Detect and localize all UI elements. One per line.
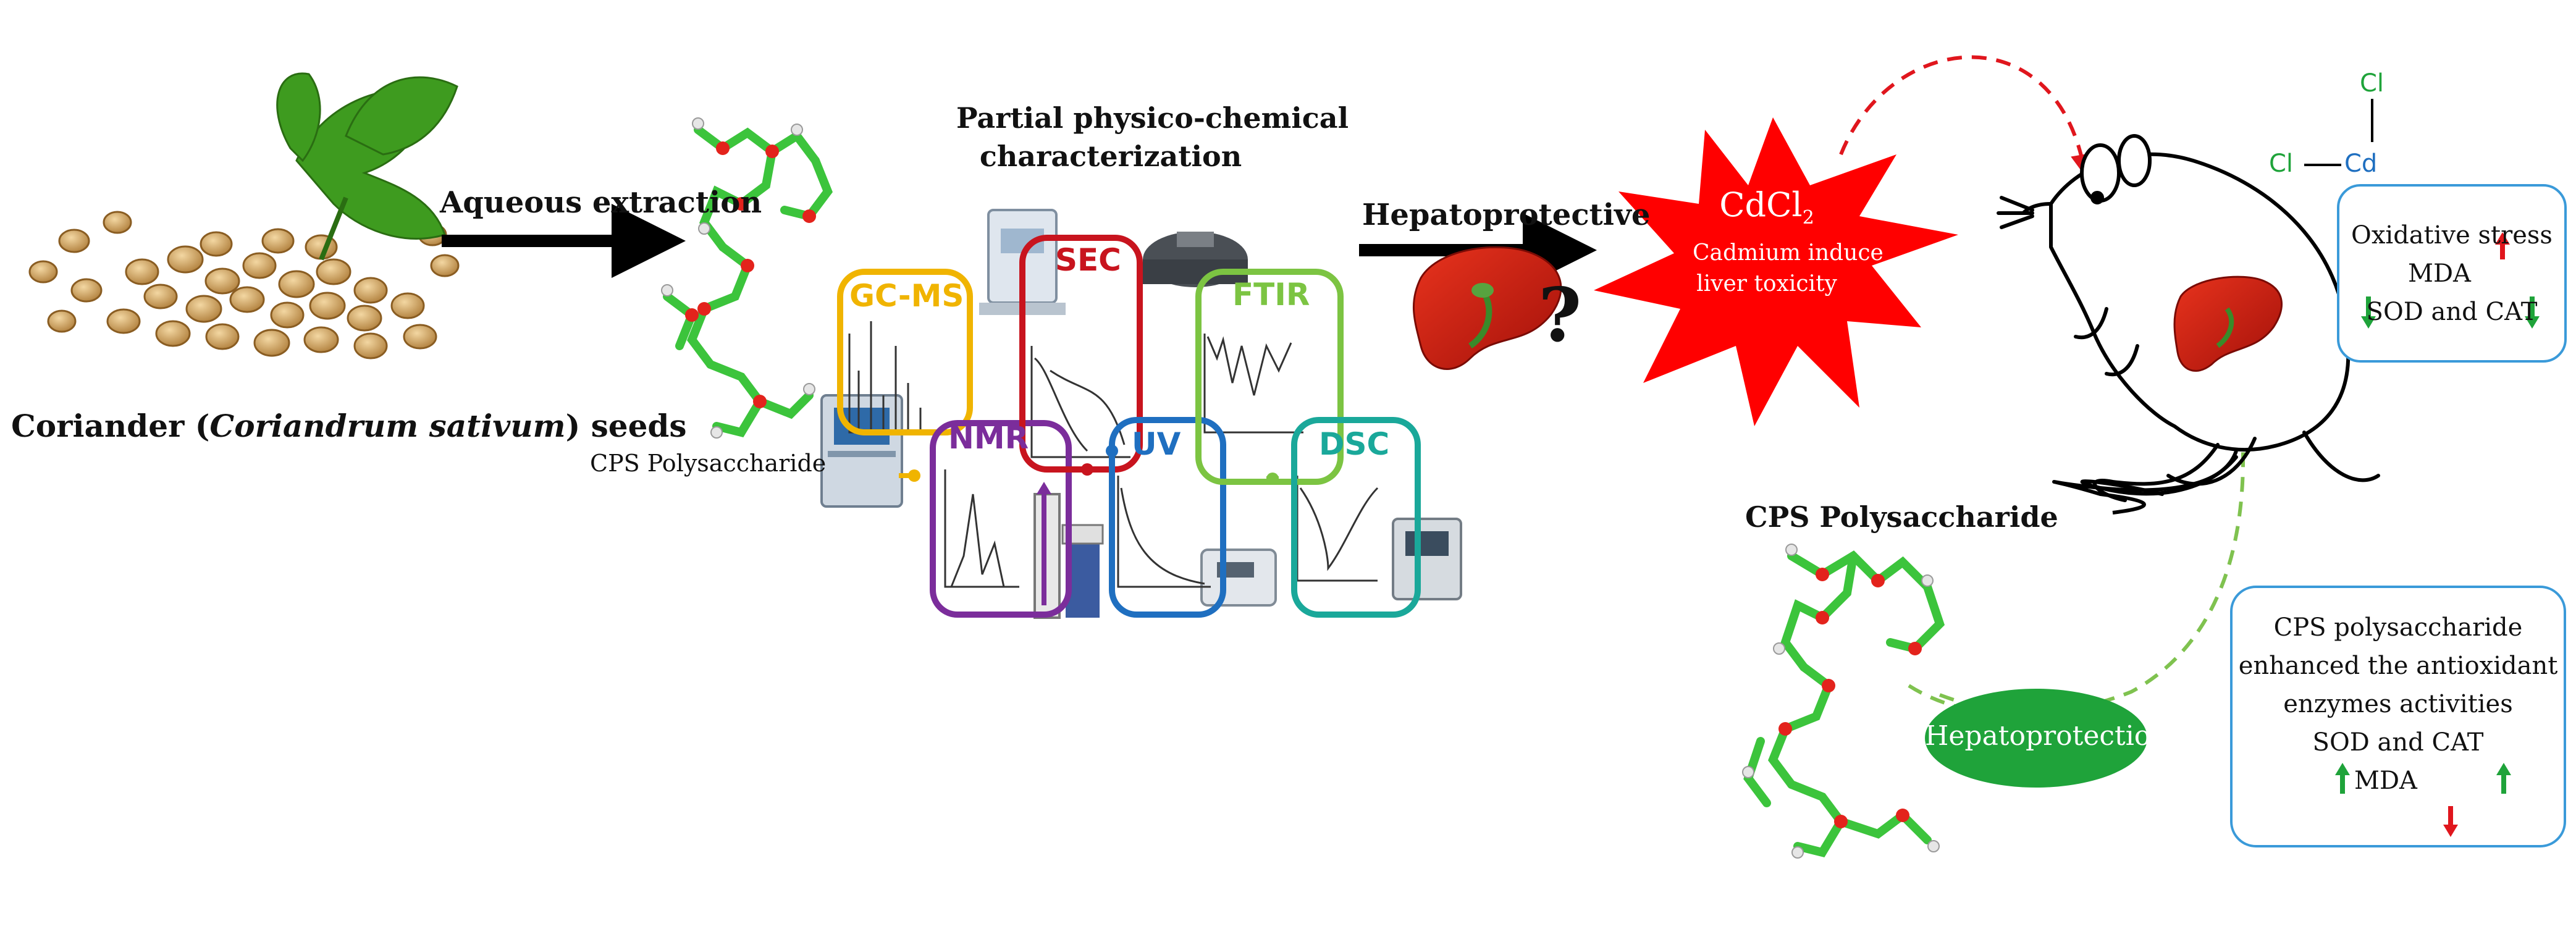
nmr-chart	[944, 469, 1019, 588]
burst-text: CdCl2 Cadmium induce liver toxicity	[1693, 185, 1884, 300]
ftir-label: FTIR	[1232, 277, 1310, 313]
mouse-tail	[2052, 450, 2238, 515]
arrow-indicators	[2335, 232, 2540, 837]
stress-box-text: Oxidative stress MDA SOD and CAT	[2338, 216, 2565, 331]
effect-box	[2230, 586, 2566, 847]
hepatoprotective-label: Hepatoprotective	[1362, 198, 1651, 232]
cps-molecule-image-2	[1742, 544, 1945, 859]
stress-box	[2337, 184, 2567, 363]
burst-formula-main: CdCl	[1719, 185, 1803, 224]
effect-line3: enzymes activities	[2283, 690, 2513, 718]
cdcl2-burst	[1594, 117, 1958, 426]
mouse-liver-icon	[2173, 275, 2283, 372]
seeds-caption: Coriander (Coriandrum sativum) seeds	[11, 408, 687, 444]
cdcl2-structure	[2304, 99, 2373, 166]
instrument-dsc	[1392, 518, 1462, 600]
question-mark: ?	[1538, 272, 1582, 359]
cps-polysaccharide-label-bold: CPS Polysaccharide	[1745, 500, 2058, 534]
seeds-caption-species: Coriandrum sativum	[209, 408, 566, 444]
cat-down-arrow-right	[2525, 296, 2540, 329]
liver-icon	[1413, 246, 1562, 370]
gcms-chart	[848, 321, 933, 434]
sod-up-arrow-left	[2335, 763, 2350, 794]
instrument-uv	[1200, 549, 1277, 607]
stress-sod-cat: SOD and CAT	[2366, 298, 2538, 326]
uv-chart	[1117, 476, 1211, 588]
effect-box-text: CPS polysaccharide enhanced the antioxid…	[2231, 608, 2565, 800]
effect-line2: enhanced the antioxidant	[2238, 652, 2558, 680]
uv-label: UV	[1132, 426, 1181, 462]
dashed-arc-red	[1839, 55, 2093, 177]
chem-cl-top: Cl	[2360, 69, 2384, 98]
effect-line1: CPS polysaccharide	[2273, 613, 2523, 642]
mda-up-arrow	[2495, 232, 2510, 259]
chem-cd: Cd	[2344, 149, 2378, 178]
burst-line2: liver toxicity	[1696, 271, 1837, 296]
stress-mda: MDA	[2408, 259, 2471, 288]
cps-molecule-image	[661, 117, 833, 439]
gcms-label: GC-MS	[849, 278, 964, 314]
mda-down-arrow	[2443, 806, 2458, 837]
dsc-chart	[1296, 476, 1379, 582]
aqueous-extraction-label: Aqueous extraction	[440, 185, 762, 220]
nmr-box	[930, 420, 1072, 618]
technique-connectors	[899, 445, 1279, 605]
hepatoprotection-ellipse	[1925, 689, 2147, 788]
hepatoprotection-label: Hepatoprotection	[1925, 720, 2168, 752]
ftir-chart	[1203, 334, 1303, 434]
stress-title: Oxidative stress	[2351, 221, 2553, 250]
dsc-label: DSC	[1319, 426, 1390, 462]
cps-polysaccharide-label-small: CPS Polysaccharide	[590, 450, 827, 477]
dashed-path-green	[1908, 395, 2246, 717]
seeds-caption-suffix: ) seeds	[565, 408, 687, 444]
sec-label: SEC	[1055, 242, 1121, 278]
cat-up-arrow-right	[2496, 763, 2511, 794]
technique-boxes	[837, 235, 1421, 618]
seeds-caption-prefix: Coriander (	[11, 408, 210, 444]
chem-cl-left: Cl	[2269, 149, 2294, 178]
burst-formula: CdCl2	[1693, 185, 1841, 238]
burst-formula-sub: 2	[1802, 206, 1814, 229]
dsc-box	[1291, 417, 1421, 618]
sod-down-arrow-left	[2361, 296, 2376, 329]
instrument-gcms	[820, 394, 903, 508]
sec-chart	[1030, 346, 1130, 458]
partial-characterization-line2: characterization	[979, 140, 1242, 173]
effect-mda: MDA	[2354, 767, 2417, 795]
gcms-box	[837, 269, 973, 435]
burst-line1: Cadmium induce	[1693, 240, 1884, 266]
partial-characterization-title: Partial physico-chemical characterizatio…	[956, 99, 1349, 175]
coriander-seeds-image	[28, 72, 460, 359]
partial-characterization-line1: Partial physico-chemical	[956, 101, 1349, 135]
effect-sod-cat: SOD and CAT	[2312, 728, 2484, 757]
nmr-label: NMR	[948, 420, 1029, 456]
